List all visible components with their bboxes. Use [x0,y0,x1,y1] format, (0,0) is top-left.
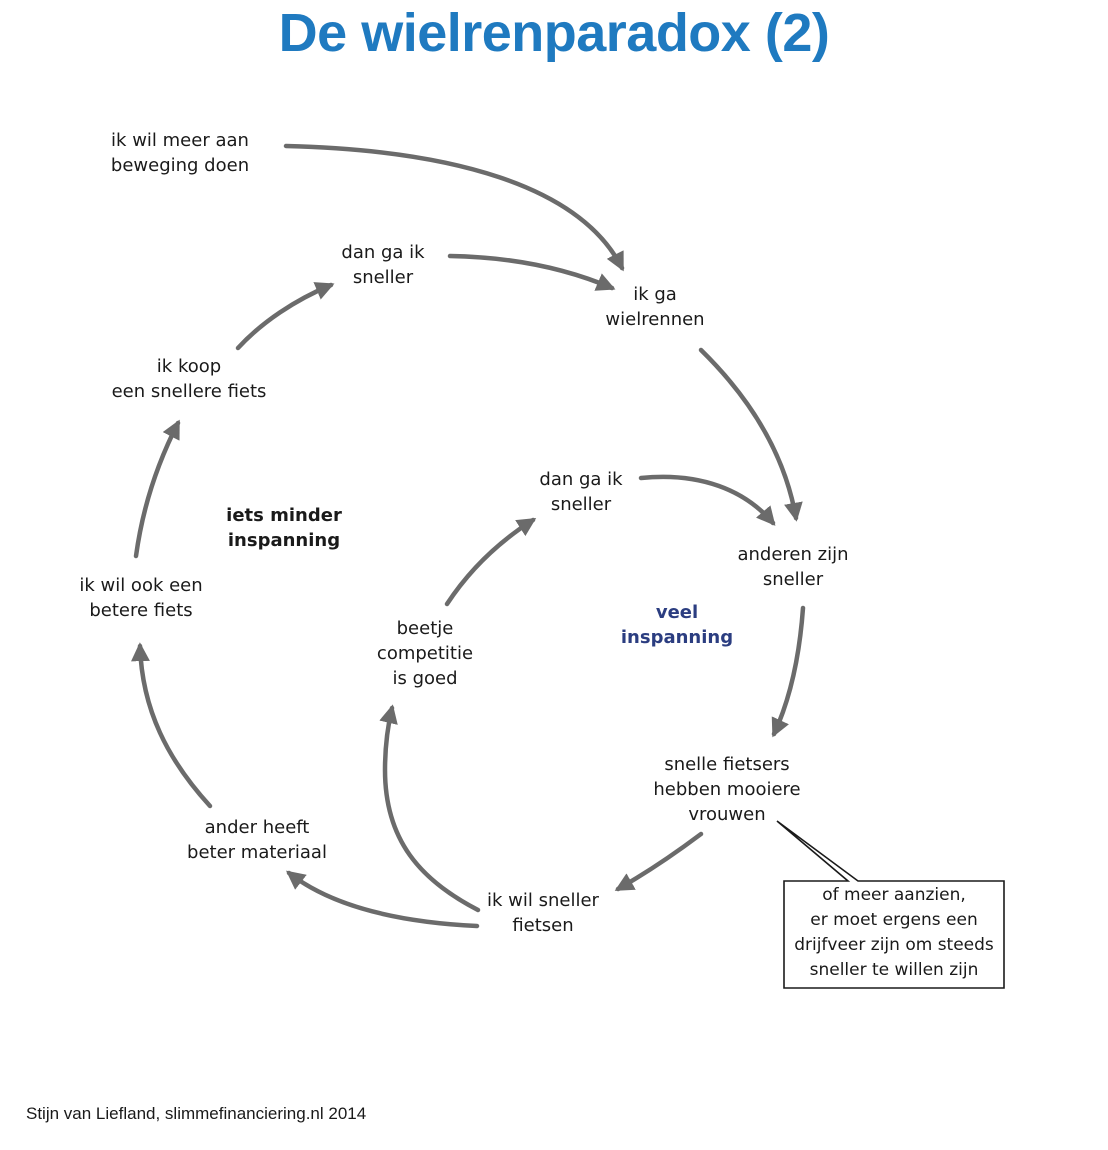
arrow-betere-to-snellere [133,419,181,559]
arrow-competitie-to-inner-sneller [444,517,537,607]
arrow-fiets-to-sneller [235,282,335,351]
arrow-sneller-fietsen-to-materiaal [286,870,480,929]
credit-line: Stijn van Liefland, slimmefinanciering.n… [26,1104,367,1123]
arrow-materiaal-to-betere [131,642,213,809]
arrow-anderen-to-vrouwen [771,605,806,738]
callout-bubble [776,820,1005,989]
arrow-vrouwen-to-sneller-fietsen [614,831,704,892]
arrow-inner-sneller-to-anderen [638,474,776,526]
arrow-sneller-to-wielrennen [447,253,616,291]
page-title: De wielrenparadox (2) [278,3,830,63]
arrow-wielrennen-to-anderen [698,347,803,522]
arrow-beweging-to-wielrennen [283,143,625,272]
arrow-sneller-fietsen-to-competitie [379,704,481,913]
callout-box [776,820,1005,989]
